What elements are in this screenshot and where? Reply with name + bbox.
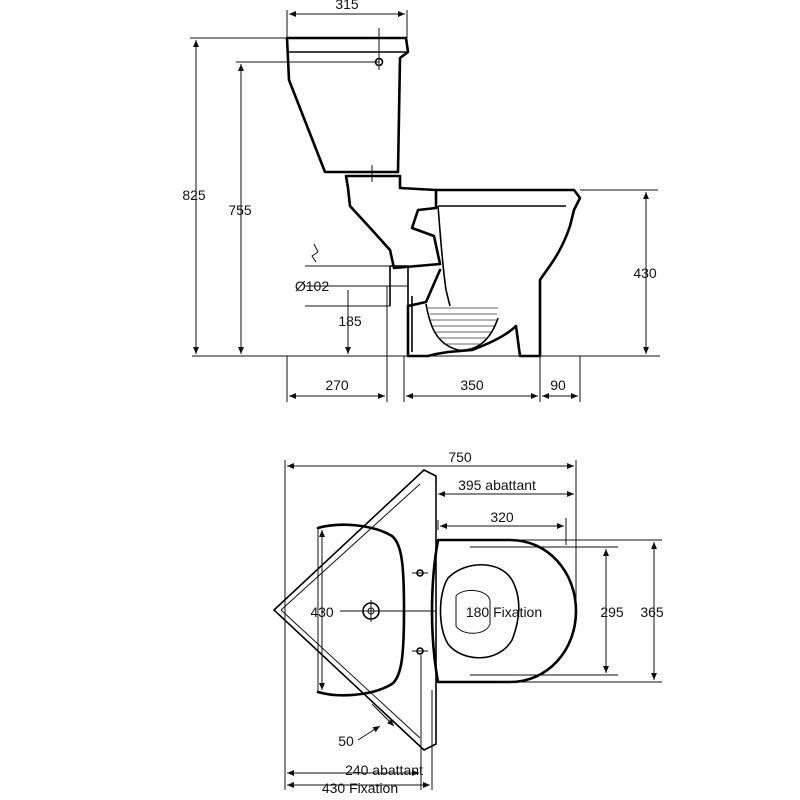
plan-view: 750 395 abattant 320 430 180 Fixation 29… <box>272 449 664 796</box>
dim-corner-offset: 50 <box>338 733 354 749</box>
dim-fixing-offset: 430 Fixation <box>322 780 398 796</box>
dim-outlet-height: 185 <box>338 313 362 329</box>
dim-corner-width: 430 <box>310 604 334 620</box>
dim-fixing-center: 180 Fixation <box>466 604 542 620</box>
dim-bowl-depth: 295 <box>600 604 624 620</box>
cistern-outline <box>285 36 410 174</box>
coupling-outline <box>344 174 442 270</box>
dim-outlet-diameter: Ø102 <box>295 278 329 294</box>
dim-pan-height: 430 <box>633 265 657 281</box>
wall-break <box>311 243 319 263</box>
dim-350: 350 <box>460 377 484 393</box>
trap-water <box>428 307 498 345</box>
dim-seat-offset: 240 abattant <box>345 762 423 778</box>
dim-270: 270 <box>325 377 349 393</box>
side-elevation: 315 825 755 430 Ø102 185 270 350 90 <box>182 0 660 402</box>
dim-overall-width: 750 <box>448 449 472 465</box>
trap-outline <box>411 296 499 352</box>
dim-seat-width: 365 <box>640 604 664 620</box>
dim-tank-width: 315 <box>335 0 359 12</box>
bowl-inner <box>437 205 566 307</box>
dim-total-height: 825 <box>182 187 206 203</box>
seat-outline <box>430 538 578 684</box>
dim-bowl-width: 320 <box>490 509 514 525</box>
corner-cistern-outline <box>272 469 437 751</box>
cistern-top <box>316 523 406 697</box>
dim-inlet-height: 755 <box>228 202 252 218</box>
bowl-outline <box>406 188 582 358</box>
dim-seat-depth: 395 abattant <box>458 477 536 493</box>
bowl-opening <box>439 563 520 659</box>
dim-90: 90 <box>550 377 566 393</box>
